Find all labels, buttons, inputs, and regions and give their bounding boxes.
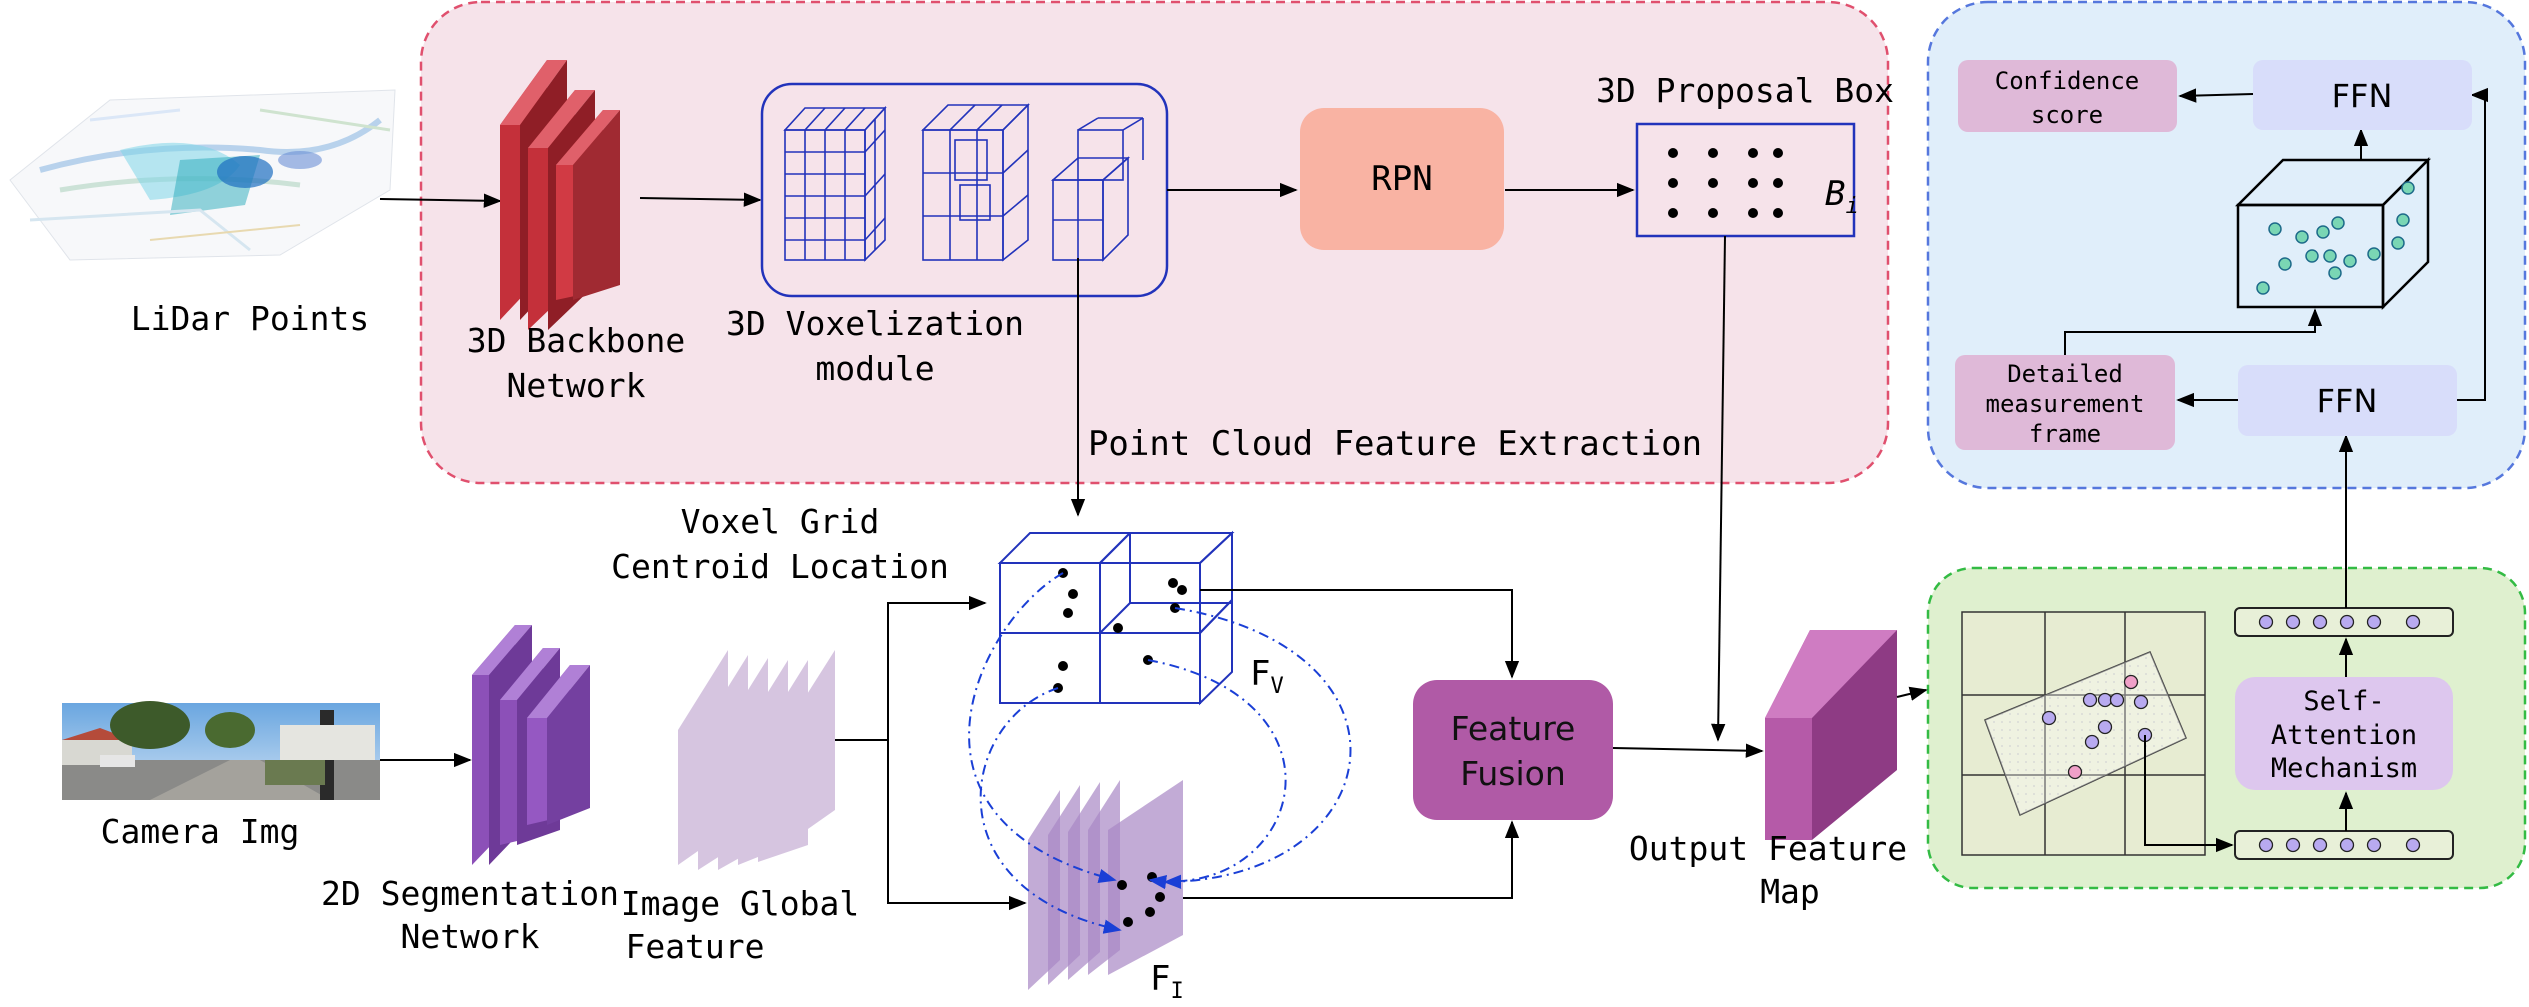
lidar-points-label: LiDar Points (131, 299, 369, 338)
self-attention-label-line2: Attention (2271, 720, 2417, 751)
feature-fusion-box (1413, 680, 1613, 820)
projection-curves (968, 572, 1352, 934)
detailed-label-line2: measurement (1986, 390, 2145, 418)
segmentation-network-icon (472, 625, 590, 865)
cube-points (2256, 181, 2415, 295)
arrow-global-to-grid (887, 595, 987, 740)
confidence-score-box (1958, 60, 2177, 132)
ffn-top-label: FFN (2332, 77, 2393, 115)
backbone-label-line2: Network (506, 366, 645, 405)
detailed-label-line3: frame (2029, 420, 2101, 448)
arrow-backbone-to-voxel (639, 192, 762, 207)
voxel-centroids (1053, 568, 1187, 693)
point-cloud-region-label: Point Cloud Feature Extraction (1088, 424, 1702, 464)
output-label-line2: Map (1760, 872, 1820, 911)
detailed-frame-box (1955, 355, 2175, 450)
ffn-bottom-label: FFN (2317, 382, 2378, 420)
voxelization-label-line2: module (815, 349, 934, 388)
arrow-output-to-attention (1896, 686, 1928, 701)
ffn-bottom-box (2238, 365, 2457, 436)
fusion-label-line1: Feature (1451, 709, 1576, 748)
arrow-proposal-to-output (1711, 235, 1726, 742)
backbone-label-line1: 3D Backbone (467, 321, 686, 360)
rpn-label: RPN (1371, 159, 1432, 199)
proposal-box-label: 3D Proposal Box (1596, 71, 1894, 110)
arrow-ffn-to-confidence (2178, 88, 2254, 103)
arrow-fusion-to-output (1612, 743, 1764, 758)
voxel-grid-cubes (997, 530, 1235, 706)
token-row-top-dots (2258, 614, 2421, 630)
camera-img-label: Camera Img (101, 812, 300, 851)
ffn-top-box (2253, 60, 2472, 130)
bev-grid (1961, 611, 2206, 856)
voxelization-label-line1: 3D Voxelization (726, 304, 1024, 343)
detailed-label-line1: Detailed (2007, 360, 2123, 388)
output-label-line1: Output Feature (1629, 829, 1907, 868)
self-attention-box (2235, 677, 2453, 790)
confidence-label-line1: Confidence (1995, 67, 2140, 95)
voxel-grid-label-line2: Centroid Location (611, 547, 949, 586)
arrow-global-to-fi (887, 740, 1027, 911)
rpn-box (1300, 108, 1504, 250)
arrow-detailed-to-cube (2064, 308, 2323, 355)
arrow-bev-to-tokens (2144, 735, 2234, 853)
fi-label: FI (1150, 959, 1184, 1004)
arrow-ffn-bottom-to-top (2457, 87, 2489, 401)
self-attention-label-line1: Self- (2303, 686, 2384, 717)
fv-label: FV (1250, 654, 1284, 699)
seg-label-line1: 2D Segmentation (321, 874, 619, 913)
arrow-grid-to-fusion (1200, 589, 1520, 679)
lidar-point-cloud-image (9, 89, 396, 261)
proposal-dots (1668, 148, 1783, 218)
point-cloud-region (419, 0, 1890, 485)
arrow-fi-to-fusion (1183, 820, 1520, 899)
image-global-feature-icon (678, 650, 835, 870)
token-row-bottom-dots (2258, 837, 2421, 853)
confidence-label-line2: score (2031, 101, 2103, 129)
backbone-network-icon (500, 60, 620, 330)
self-attention-label-line3: Mechanism (2271, 753, 2417, 784)
voxel-grid-label-line1: Voxel Grid (681, 502, 880, 541)
seg-label-line2: Network (400, 917, 539, 956)
image-global-label-line2: Feature (625, 927, 764, 966)
detection-cube (2234, 156, 2432, 311)
arrow-lidar-to-backbone (379, 193, 502, 208)
bi-label: Bi (1825, 174, 1859, 219)
fusion-label-line2: Fusion (1460, 754, 1566, 793)
output-feature-map-icon (1765, 630, 1897, 840)
proposal-box (1635, 122, 1856, 238)
camera-image (62, 701, 380, 800)
voxel-grid-icon (783, 103, 1144, 262)
image-global-label-line1: Image Global (621, 884, 859, 923)
